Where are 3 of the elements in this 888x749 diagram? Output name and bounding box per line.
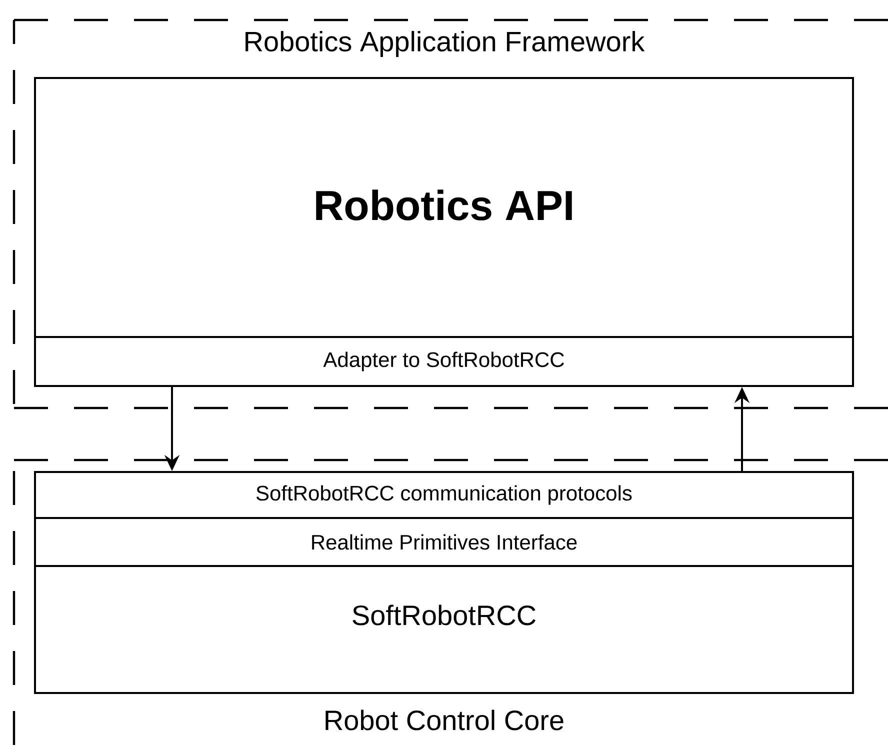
- layer-band: Adapter to SoftRobotRCC: [34, 336, 854, 387]
- layer-band: SoftRobotRCC communication protocols: [34, 471, 854, 519]
- layer-band: Realtime Primitives Interface: [34, 517, 854, 567]
